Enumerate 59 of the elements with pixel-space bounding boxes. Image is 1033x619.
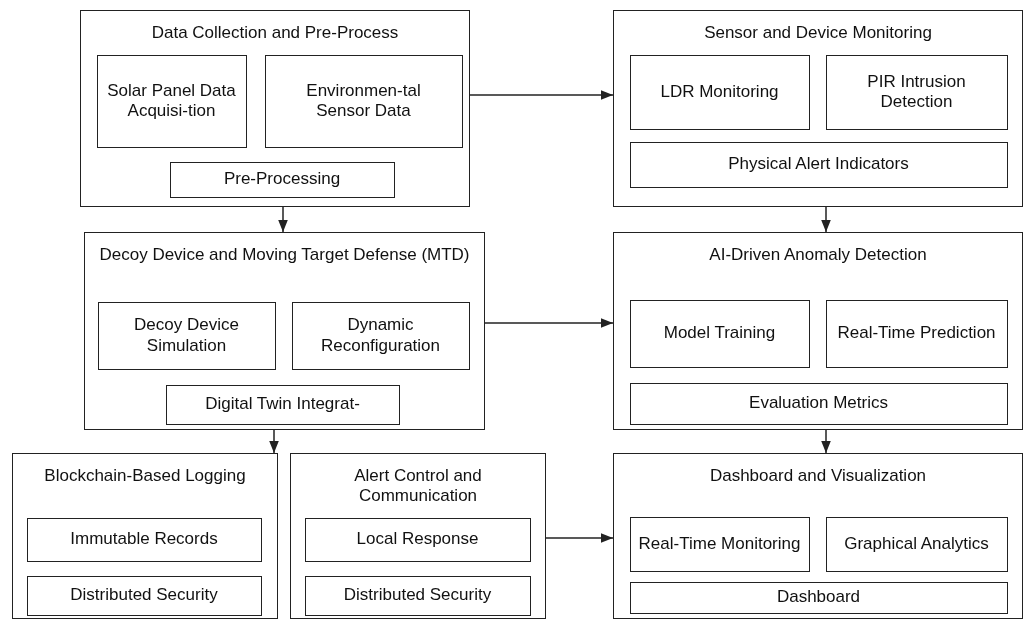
box-label: Local Response (356, 529, 479, 550)
process-box (629, 54, 810, 130)
process-box (165, 384, 400, 425)
group-title: Decoy Device and Moving Target Defense (MTD) (99, 245, 470, 266)
box-label: Environmen-tal Sensor Data (305, 80, 422, 122)
box-label: LDR Monitoring (660, 81, 779, 103)
process-box (291, 301, 470, 370)
box-label: Solar Panel Data Acquisi-tion (106, 80, 237, 122)
group-title: Dashboard and Visualization (709, 466, 927, 487)
arrow (545, 533, 614, 543)
group-title: Sensor and Device Monitoring (704, 23, 932, 44)
group-title: Alert Control and Communication (353, 466, 483, 507)
process-box (825, 299, 1008, 368)
box-label: Distributed Security (343, 585, 492, 606)
box-label: Immutable Records (70, 529, 218, 550)
process-box (304, 575, 531, 616)
box-label: PIR Intrusion Detection (866, 71, 967, 113)
group-box (613, 10, 1023, 207)
box-label: Physical Alert Indicators (728, 154, 909, 175)
process-box (629, 141, 1008, 188)
process-box (825, 54, 1008, 130)
group-box (613, 232, 1023, 430)
process-box (629, 382, 1008, 425)
box-label: Graphical Analytics (844, 533, 989, 555)
group-box (613, 453, 1023, 619)
box-label: Real-Time Prediction (837, 323, 996, 344)
box-label: Dashboard (776, 587, 861, 608)
box-label: Real-Time Monitoring (638, 533, 801, 555)
box-label: Digital Twin Integrat- (205, 394, 360, 415)
process-box (264, 54, 463, 148)
arrow (269, 429, 279, 454)
process-box (169, 161, 395, 198)
process-box (96, 54, 247, 148)
process-box (629, 299, 810, 368)
arrow (278, 206, 288, 233)
process-box (825, 516, 1008, 572)
group-title: Data Collection and Pre-Process (151, 23, 399, 44)
process-box (629, 581, 1008, 614)
process-box (304, 517, 531, 562)
group-title: Blockchain-Based Logging (44, 466, 246, 487)
arrow (821, 206, 831, 233)
process-box (629, 516, 810, 572)
process-box (97, 301, 276, 370)
arrow (821, 429, 831, 454)
box-label: Model Training (663, 323, 776, 344)
group-box (84, 232, 485, 430)
box-label: Pre-Processing (223, 169, 341, 190)
process-box (26, 517, 262, 562)
arrow (484, 318, 614, 328)
group-box (80, 10, 470, 207)
group-box (290, 453, 546, 619)
process-box (26, 575, 262, 616)
box-label: Dynamic Reconfiguration (319, 315, 442, 356)
group-box (12, 453, 278, 619)
box-label: Distributed Security (70, 585, 218, 606)
box-label: Evaluation Metrics (749, 393, 888, 414)
arrow (469, 90, 614, 100)
group-title: AI-Driven Anomaly Detection (709, 245, 927, 266)
box-label: Decoy Device Simulation (133, 315, 240, 356)
